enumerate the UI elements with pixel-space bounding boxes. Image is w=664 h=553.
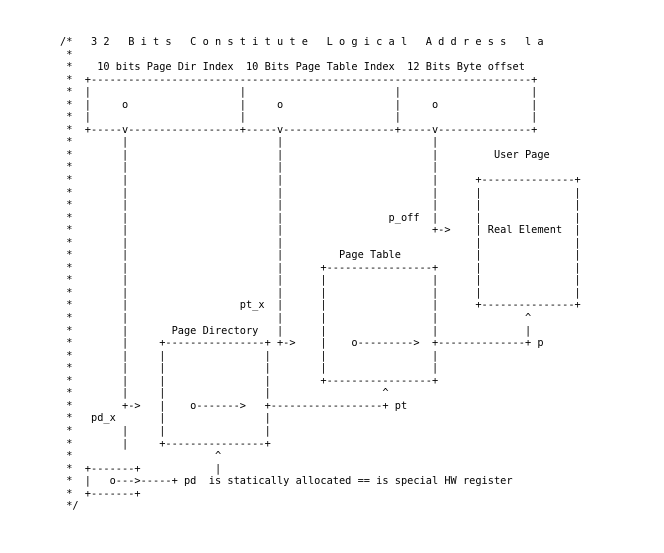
- diagram-line: * +-------+ |: [60, 462, 222, 475]
- diagram-line: * +-> | o-------> +------------------+ p…: [60, 399, 408, 412]
- diagram-line: * ^: [60, 450, 222, 463]
- diagram-line: * +-----v------------------+-----v------…: [60, 123, 538, 136]
- diagram-line: * | | | ^: [60, 387, 389, 400]
- diagram-line: * | Page Directory | | | |: [60, 324, 532, 337]
- diagram-line: * | | Page Table | |: [60, 249, 581, 262]
- diagram-line: * | | +-> | Real Element |: [60, 224, 581, 237]
- diagram-line: *: [60, 48, 73, 61]
- diagram-line: * | | | | |: [60, 199, 581, 212]
- diagram-line: * | | | | | |: [60, 274, 581, 287]
- diagram-line: * | | |: [60, 424, 271, 437]
- diagram-line: * | | | |: [60, 111, 538, 124]
- diagram-line: /* 3 2 B i t s C o n s t i t u t e L o g…: [60, 36, 544, 48]
- ascii-diagram-text: /* 3 2 B i t s C o n s t i t u t e L o g…: [60, 36, 581, 513]
- diagram-line: * | | | | |: [60, 349, 439, 362]
- diagram-line: * | | | User Page: [60, 148, 550, 161]
- diagram-line: * pd_x | |: [60, 412, 271, 425]
- diagram-line: * | | | |: [60, 236, 581, 249]
- diagram-line: * | | |: [60, 161, 439, 174]
- diagram-line: * | o | o | o |: [60, 98, 538, 111]
- diagram-line: * | +----------------+: [60, 437, 271, 450]
- diagram-line: * 10 bits Page Dir Index 10 Bits Page Ta…: [60, 61, 525, 74]
- diagram-line: * | | | | |: [60, 362, 439, 375]
- diagram-line: */: [60, 500, 79, 513]
- diagram-line: * | | |: [60, 136, 439, 149]
- diagram-line: * | | +-----------------+ | |: [60, 261, 581, 274]
- diagram-line: * +-------+: [60, 487, 141, 500]
- diagram-line: * | | | | | |: [60, 286, 581, 299]
- diagram-line: * | | | +---------------+: [60, 174, 581, 187]
- diagram-line: * | | p_off | | |: [60, 211, 581, 224]
- diagram-line: * | o--->-----+ pd is statically allocat…: [60, 475, 513, 488]
- diagram-line: * +-------------------------------------…: [60, 73, 538, 86]
- diagram-line: * | +----------------+ +-> | o--------->…: [60, 337, 544, 350]
- diagram-line: * | | | |: [60, 86, 538, 99]
- diagram-line: * | | | | ^: [60, 312, 532, 325]
- diagram-line: * | pt_x | | | +---------------+: [60, 299, 581, 312]
- diagram-line: * | | | | |: [60, 186, 581, 199]
- diagram-line: * | | | +-----------------+: [60, 374, 439, 387]
